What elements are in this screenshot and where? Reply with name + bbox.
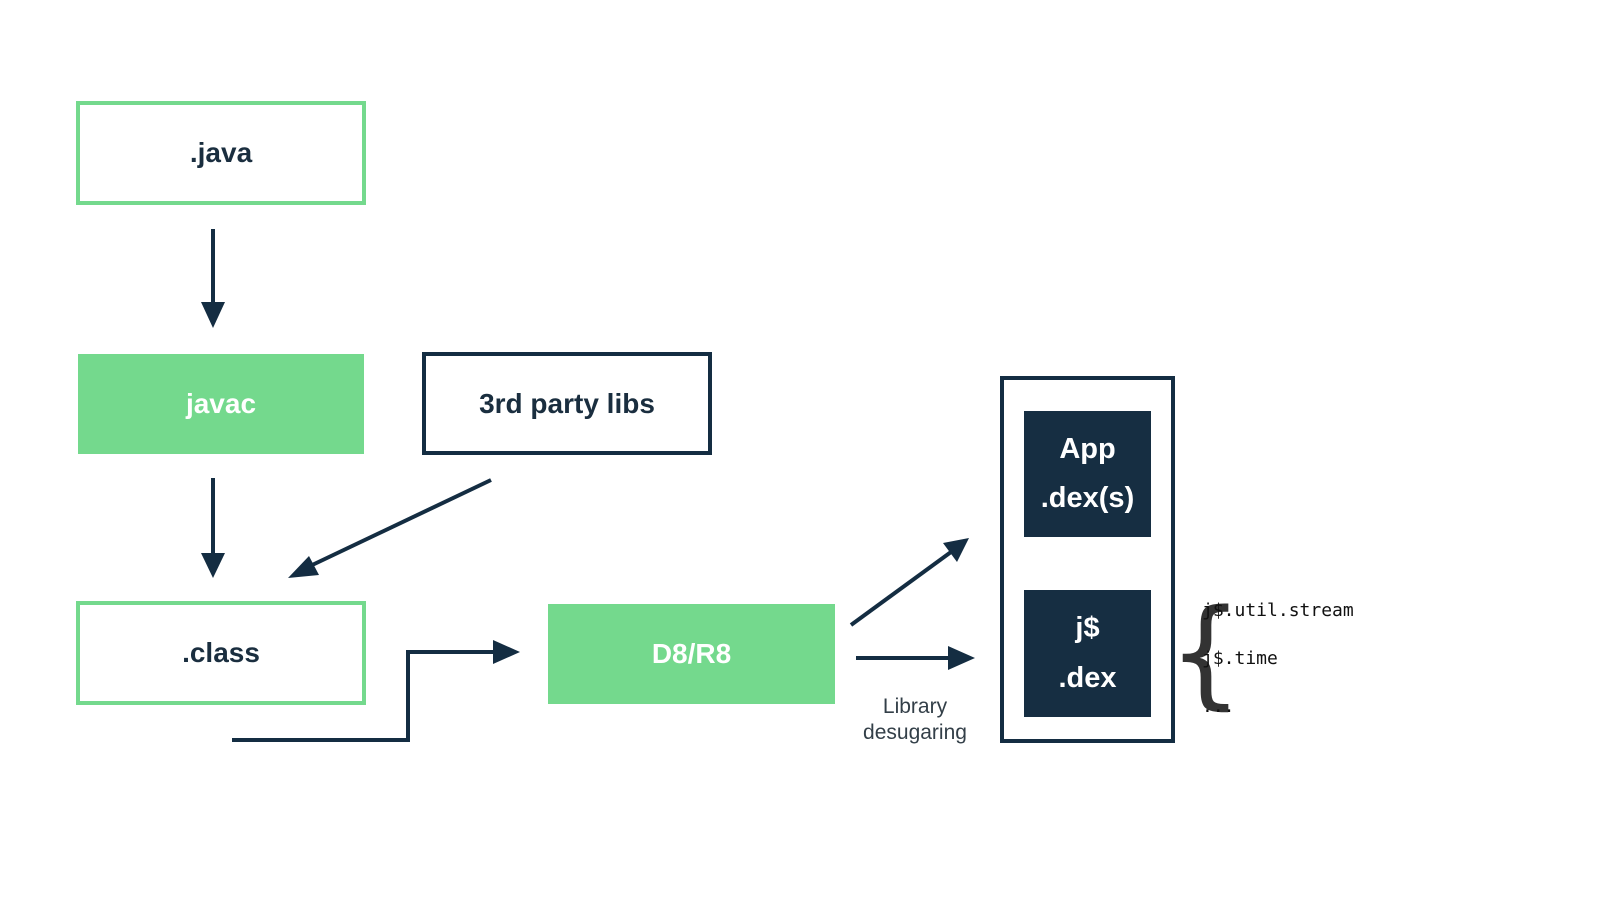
j-dollar-dex-label-line2: .dex (1058, 661, 1117, 694)
java-source-box: .java (76, 101, 366, 205)
j-dollar-dex-label-line1: j$ (1075, 612, 1100, 645)
d8r8-label: D8/R8 (651, 638, 732, 669)
arrowhead-j-dex (948, 646, 975, 670)
library-desugaring-note: Library desugaring (848, 694, 982, 746)
arrowhead-d8r8 (493, 640, 520, 664)
class-files-box: .class (76, 601, 366, 705)
arrowhead-libs (288, 556, 319, 578)
arrow-d8r8-to-app-dex (849, 550, 953, 627)
package-ellipsis: ... (1202, 696, 1235, 717)
arrowhead-down-2 (201, 553, 225, 578)
third-party-libs-box: 3rd party libs (422, 352, 712, 455)
package-util-stream: j$.util.stream (1202, 600, 1354, 621)
third-party-libs-label: 3rd party libs (479, 387, 655, 419)
arrow-class-to-d8r8 (232, 650, 495, 742)
j-dollar-dex-box: j$ .dex (1024, 590, 1151, 717)
app-dex-box: App .dex(s) (1024, 411, 1151, 537)
app-dex-label-line1: App (1059, 433, 1116, 465)
javac-label: javac (185, 388, 257, 419)
class-files-label: .class (182, 637, 260, 668)
d8r8-box: D8/R8 (548, 604, 835, 704)
arrowhead-down-1 (201, 302, 225, 328)
library-desugaring-line2: desugaring (863, 721, 967, 744)
package-time: j$.time (1202, 648, 1278, 669)
arrow-libs-to-class (307, 478, 492, 569)
package-brace: { (1168, 583, 1244, 721)
app-dex-label-line2: .dex(s) (1040, 482, 1135, 514)
javac-box: javac (78, 354, 364, 454)
java-source-label: .java (189, 137, 253, 168)
arrowhead-app-dex (943, 538, 969, 562)
library-desugaring-line1: Library (882, 695, 948, 718)
